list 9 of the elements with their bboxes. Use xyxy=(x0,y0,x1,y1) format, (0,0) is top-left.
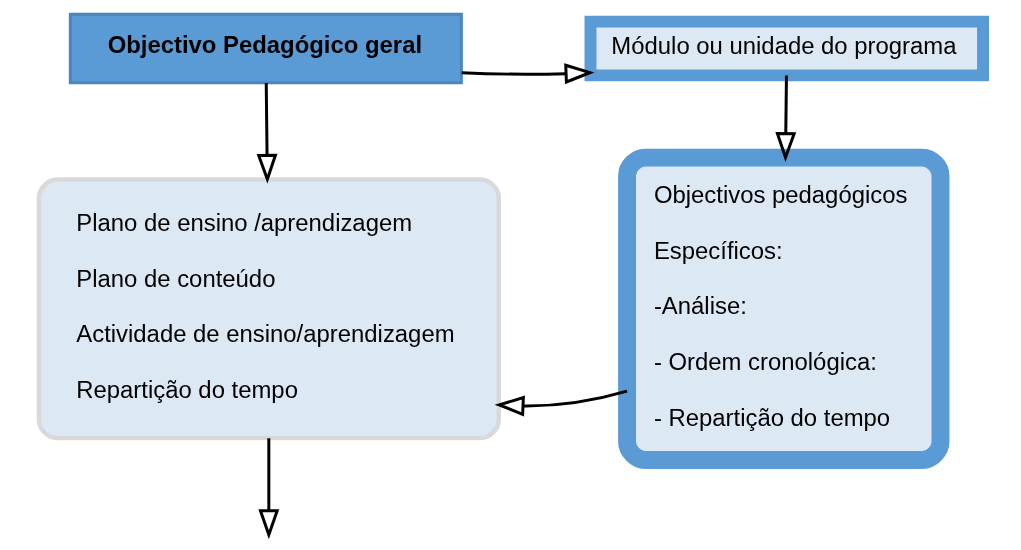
node-box: Objectivo Pedagógico geral xyxy=(68,12,463,85)
node-box: Objectivos pedagógicos Específicos: -Análise: - Ordem cronológica: - Repartição do tempo xyxy=(617,148,949,469)
node-box: Plano de ensino /aprendizagem Plano de conteúdo Actividade de ensino/aprendizagem Repartição do tempo xyxy=(36,177,501,441)
arrow xyxy=(257,438,279,540)
arrow xyxy=(494,389,627,417)
node-box: Módulo ou unidade do programa xyxy=(584,15,989,82)
arrow xyxy=(256,83,277,184)
arrow xyxy=(461,63,594,85)
arrow xyxy=(774,75,796,163)
